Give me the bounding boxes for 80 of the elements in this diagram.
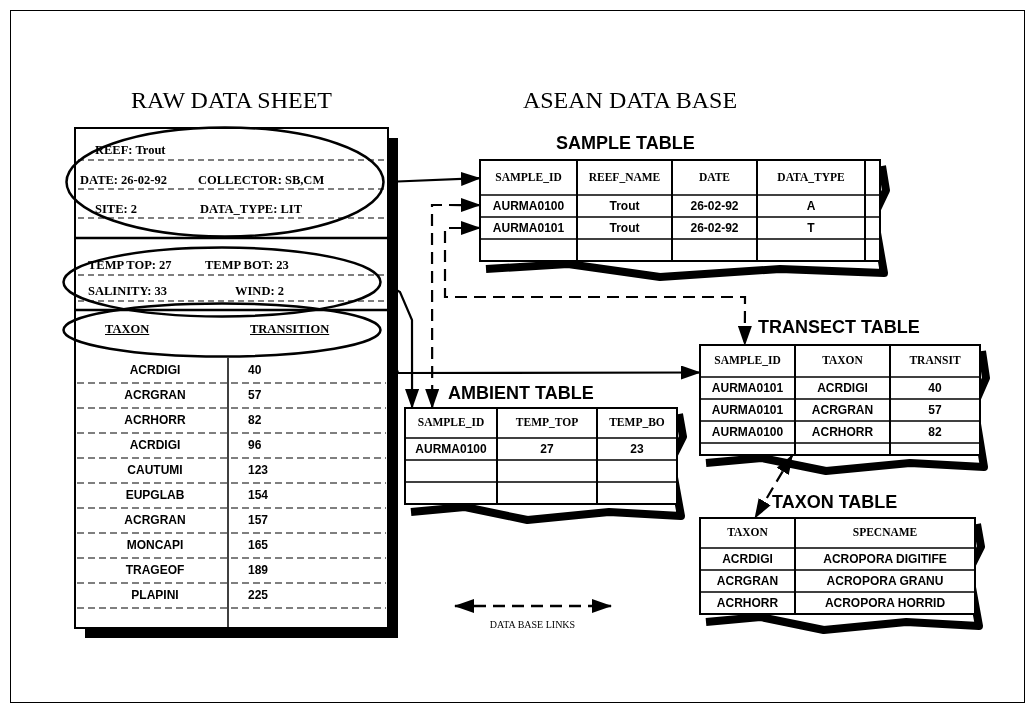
- data-entry: EUPGLAB: [124, 489, 186, 501]
- table-value: 26-02-92: [689, 222, 740, 234]
- table-value: Trout: [608, 200, 641, 212]
- data-entry: 189: [248, 564, 269, 576]
- data-entry: ACRDIGI: [128, 439, 182, 451]
- table-title: TRANSECT TABLE: [758, 318, 920, 336]
- data-entry: PLAPINI: [130, 589, 180, 601]
- form-field: WIND: 2: [235, 285, 284, 298]
- table-value: 27: [539, 443, 555, 455]
- table-value: AURMA0101: [710, 382, 785, 394]
- data-entry: 96: [248, 439, 262, 451]
- form-field: DATA_TYPE: LIT: [200, 203, 302, 216]
- highlight-ellipse: [62, 302, 382, 358]
- table-title: TAXON TABLE: [772, 493, 898, 511]
- column-header: SAMPLE_ID: [713, 355, 782, 367]
- column-header: DATA_TYPE: [776, 171, 846, 184]
- data-entry: 225: [248, 589, 269, 601]
- table-value: AURMA0100: [491, 200, 566, 212]
- column-header: TEMP_BO: [608, 417, 666, 429]
- table-value: 26-02-92: [689, 200, 740, 212]
- column-heading: TRANSITION: [250, 323, 330, 336]
- table-value: 82: [927, 426, 943, 438]
- table-value: Trout: [608, 222, 641, 234]
- data-entry: CAUTUMI: [126, 464, 184, 476]
- table-value: AURMA0100: [710, 426, 785, 438]
- data-entry: 165: [248, 539, 269, 551]
- data-entry: 40: [248, 364, 262, 376]
- table-value: 57: [927, 404, 943, 416]
- data-entry: TRAGEOF: [124, 564, 186, 576]
- table-title: SAMPLE TABLE: [556, 134, 695, 152]
- table-value: 40: [927, 382, 943, 394]
- highlight-ellipse: [62, 246, 382, 318]
- dashed-link-arrow: [443, 221, 752, 346]
- table-value: AURMA0100: [414, 443, 488, 455]
- table-value: ACRHORR: [810, 426, 875, 438]
- sheet-heading: RAW DATA SHEET: [129, 88, 333, 112]
- data-entry: ACRGRAN: [123, 514, 187, 526]
- column-header: TEMP_TOP: [514, 417, 580, 429]
- form-field: COLLECTOR: SB,CM: [198, 174, 325, 187]
- data-entry: MONCAPI: [125, 539, 185, 551]
- table-value: ACROPORA HORRID: [823, 597, 947, 609]
- section-heading: ASEAN DATA BASE: [521, 88, 739, 112]
- highlight-ellipse: [65, 126, 385, 238]
- column-header: TAXON: [726, 527, 769, 539]
- table-value: ACRDIGI: [721, 553, 774, 565]
- form-field: SALINITY: 33: [88, 285, 168, 298]
- table-value: ACRGRAN: [715, 575, 780, 587]
- data-entry: 157: [248, 514, 269, 526]
- data-entry: ACRHORR: [123, 414, 187, 426]
- data-entry: ACRGRAN: [123, 389, 187, 401]
- dashed-link-arrow: [425, 198, 481, 409]
- column-heading: TAXON: [105, 323, 150, 336]
- column-header: SPECNAME: [851, 527, 919, 539]
- column-header: TAXON: [821, 355, 864, 367]
- table-value: 23: [629, 443, 645, 455]
- data-entry: 123: [248, 464, 269, 476]
- table-title: AMBIENT TABLE: [448, 384, 594, 402]
- data-entry: 82: [248, 414, 262, 426]
- table-value: ACROPORA DIGITIFE: [822, 553, 948, 565]
- column-header: DATE: [697, 171, 732, 184]
- data-entry: 57: [248, 389, 262, 401]
- column-header: REEF_NAME: [587, 171, 662, 184]
- table-value: T: [806, 222, 816, 234]
- table-value: ACRHORR: [715, 597, 780, 609]
- form-field: SITE: 2: [95, 203, 138, 216]
- table-value: A: [805, 200, 817, 212]
- table-value: ACROPORA GRANU: [825, 575, 945, 587]
- table-value: ACRDIGI: [816, 382, 869, 394]
- column-header: TRANSIT: [908, 355, 962, 367]
- table-value: AURMA0101: [491, 222, 566, 234]
- form-field: DATE: 26-02-92: [80, 174, 167, 187]
- data-entry: 154: [248, 489, 269, 501]
- table-value: ACRGRAN: [810, 404, 875, 416]
- column-header: SAMPLE_ID: [494, 171, 563, 184]
- form-field: TEMP BOT: 23: [205, 259, 289, 272]
- dashed-link-arrow: [754, 454, 794, 519]
- table-value: AURMA0101: [710, 404, 785, 416]
- legend-label: DATA BASE LINKS: [488, 620, 577, 630]
- data-entry: ACRDIGI: [128, 364, 182, 376]
- column-header: SAMPLE_ID: [416, 417, 486, 429]
